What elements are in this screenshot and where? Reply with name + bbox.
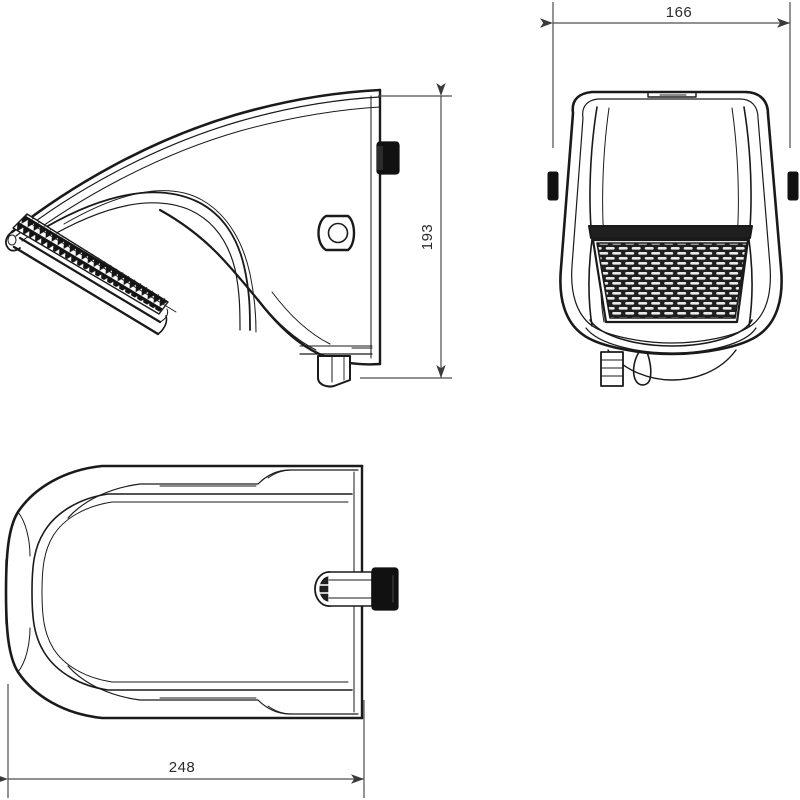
serrated-strip-frame xyxy=(12,213,169,315)
retaining-hook xyxy=(632,351,652,386)
skirt-line-a xyxy=(257,299,317,351)
comb-blade-bottom xyxy=(12,245,160,336)
shell-top-edge xyxy=(10,88,382,234)
plan-bottom-rib-a xyxy=(267,705,293,715)
dim-label-248: 248 xyxy=(169,759,196,776)
shell-lower-sweep xyxy=(158,208,260,302)
right-edge-tab xyxy=(787,171,799,201)
front-shell-outline xyxy=(559,90,783,356)
plan-view xyxy=(4,464,399,720)
dim-label-193: 193 xyxy=(419,224,436,251)
cylindrical-cable-gland xyxy=(314,567,399,611)
plan-inner-shell2 xyxy=(41,501,349,683)
throat-inner xyxy=(43,202,241,331)
dim-label-166: 166 xyxy=(666,4,693,21)
comb-blade-cap xyxy=(157,315,168,335)
underside-bulge xyxy=(607,349,737,381)
nozzle-tip-detail xyxy=(7,234,17,246)
plan-nose-b xyxy=(17,627,31,673)
throat-inner2 xyxy=(63,190,257,333)
ribbed-hose-spigot xyxy=(600,351,624,387)
top-cap-notch xyxy=(647,91,697,98)
shell-top-edge-inner2 xyxy=(21,106,381,242)
plan-top-seam xyxy=(67,469,359,519)
grille-top-bar xyxy=(588,225,753,239)
front-view xyxy=(547,90,799,387)
left-edge-tab xyxy=(547,171,559,201)
dimension-depth-248: 248 xyxy=(0,684,365,798)
grille-inner-frame xyxy=(596,242,748,319)
skirt-line-b xyxy=(271,291,331,345)
plan-inner-shell xyxy=(31,493,353,691)
comb-blade-top xyxy=(18,236,162,324)
dimension-height-193: 193 xyxy=(360,83,452,379)
nozzle-tip xyxy=(5,231,21,252)
dimension-width-166: 166 xyxy=(540,2,791,148)
plan-bottom-seam xyxy=(67,665,359,715)
oval-sensor-port xyxy=(317,214,356,252)
plan-top-rib-a xyxy=(267,469,293,479)
bottom-hose-connector xyxy=(317,347,373,388)
comb-shroud-line xyxy=(27,221,177,313)
knurled-collar xyxy=(371,567,399,611)
shell-top-edge-inner xyxy=(15,96,381,237)
right-skirt-fold xyxy=(748,239,753,327)
comb-blade-cap2 xyxy=(159,308,169,323)
base-band xyxy=(589,319,753,347)
ventilation-grille xyxy=(597,243,747,318)
base-band-outer xyxy=(585,327,757,354)
black-side-button xyxy=(376,141,400,175)
left-skirt-fold xyxy=(588,239,593,327)
throat-outer xyxy=(35,191,251,331)
plan-nose-a xyxy=(17,511,31,557)
